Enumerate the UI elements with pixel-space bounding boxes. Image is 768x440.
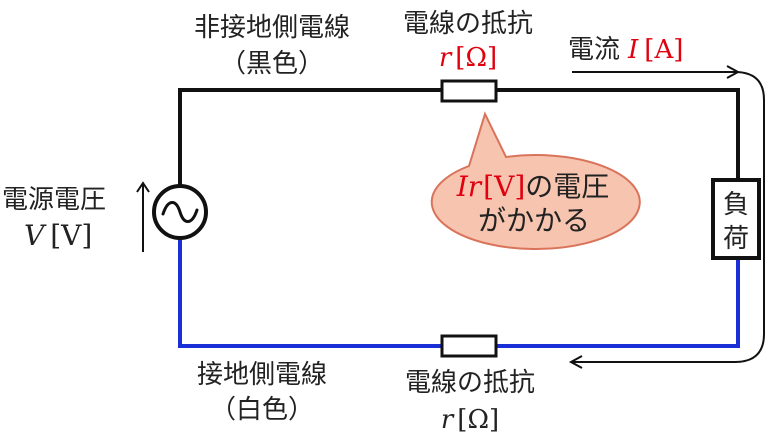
callout-line1: Ir[V]の電圧	[456, 170, 610, 203]
neutral-wire-label-line2: （白色）	[210, 395, 314, 425]
callout-line2: がかかる	[478, 204, 590, 237]
bottom-resistor	[440, 334, 498, 358]
load-box: 負 荷	[711, 178, 761, 260]
top-resistor-unit: [Ω]	[455, 43, 497, 73]
source-var: V	[24, 219, 47, 252]
current-var: I	[627, 35, 639, 65]
top-resistor	[440, 79, 498, 103]
current-title: 電流	[568, 35, 620, 65]
callout-unit: [V]	[483, 170, 525, 203]
neutral-wire	[178, 238, 740, 348]
callout-bubble	[430, 111, 641, 251]
load-label-char1: 負	[723, 190, 749, 220]
callout-text1: の電圧	[525, 170, 609, 203]
hot-wire-label-line1: 非接地側電線	[194, 13, 350, 43]
bottom-resistor-title: 電線の抵抗	[405, 368, 535, 398]
current-arrow-icon	[568, 65, 765, 369]
top-resistor-title: 電線の抵抗	[403, 9, 533, 39]
source-unit: [V]	[50, 219, 92, 252]
sine-wave-icon	[161, 201, 199, 223]
current-unit: [A]	[644, 35, 683, 65]
source-value: V[V]	[24, 219, 92, 252]
top-resistor-value: r[Ω]	[439, 43, 497, 73]
hot-wire-label-line2: （黒色）	[220, 49, 324, 79]
bottom-resistor-unit: [Ω]	[457, 405, 499, 435]
callout-var: Ir	[456, 170, 483, 203]
source-title: 電源電圧	[2, 185, 106, 215]
bottom-resistor-var: r	[441, 405, 455, 435]
top-resistor-var: r	[439, 43, 453, 73]
load-label-char2: 荷	[723, 224, 749, 254]
neutral-wire-label-line1: 接地側電線	[197, 360, 327, 390]
voltage-arrow-icon	[136, 181, 150, 252]
bottom-resistor-value: r[Ω]	[441, 405, 499, 435]
ac-source	[152, 184, 208, 240]
